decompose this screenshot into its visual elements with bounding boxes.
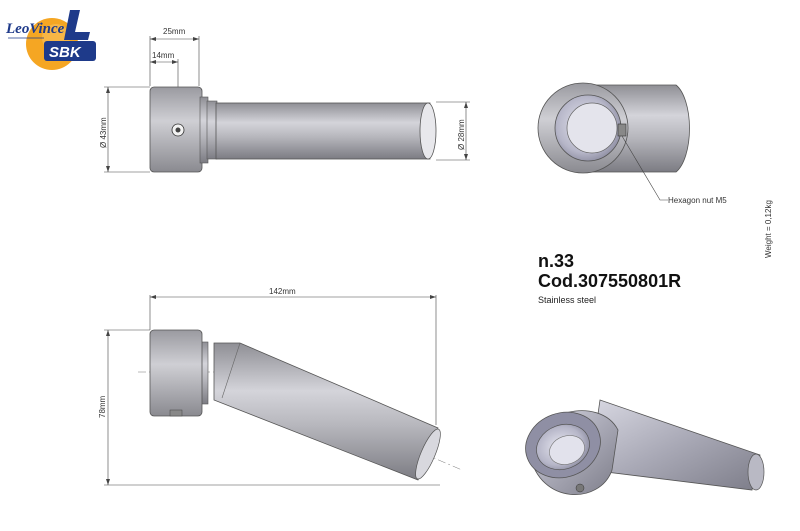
svg-text:SBK: SBK (49, 44, 82, 61)
dim-hole-offset: 14mm (152, 51, 175, 60)
dim-tube-diameter: Ø 28mm (457, 119, 466, 150)
side-view-angled (104, 295, 463, 486)
leovince-sbk-logo: LeoVince SBK (5, 10, 96, 70)
isometric-view (525, 399, 765, 496)
part-number: n.33 (538, 251, 575, 271)
end-view (537, 82, 690, 201)
part-code: Cod.307550801R (538, 271, 682, 291)
dim-flange-diameter: Ø 43mm (99, 117, 108, 148)
side-view-straight (104, 36, 470, 173)
weight-label: Weight = 0,12kg (764, 200, 773, 258)
callout-hexagon-nut: Hexagon nut M5 (668, 196, 727, 205)
dim-overall-height: 78mm (98, 395, 107, 418)
part-number-block: n.33 Cod.307550801R (538, 251, 681, 291)
dim-flange-width: 25mm (163, 27, 186, 36)
dim-overall-length: 142mm (269, 287, 296, 296)
svg-text:LeoVince: LeoVince (5, 21, 65, 37)
material-label: Stainless steel (538, 295, 597, 305)
